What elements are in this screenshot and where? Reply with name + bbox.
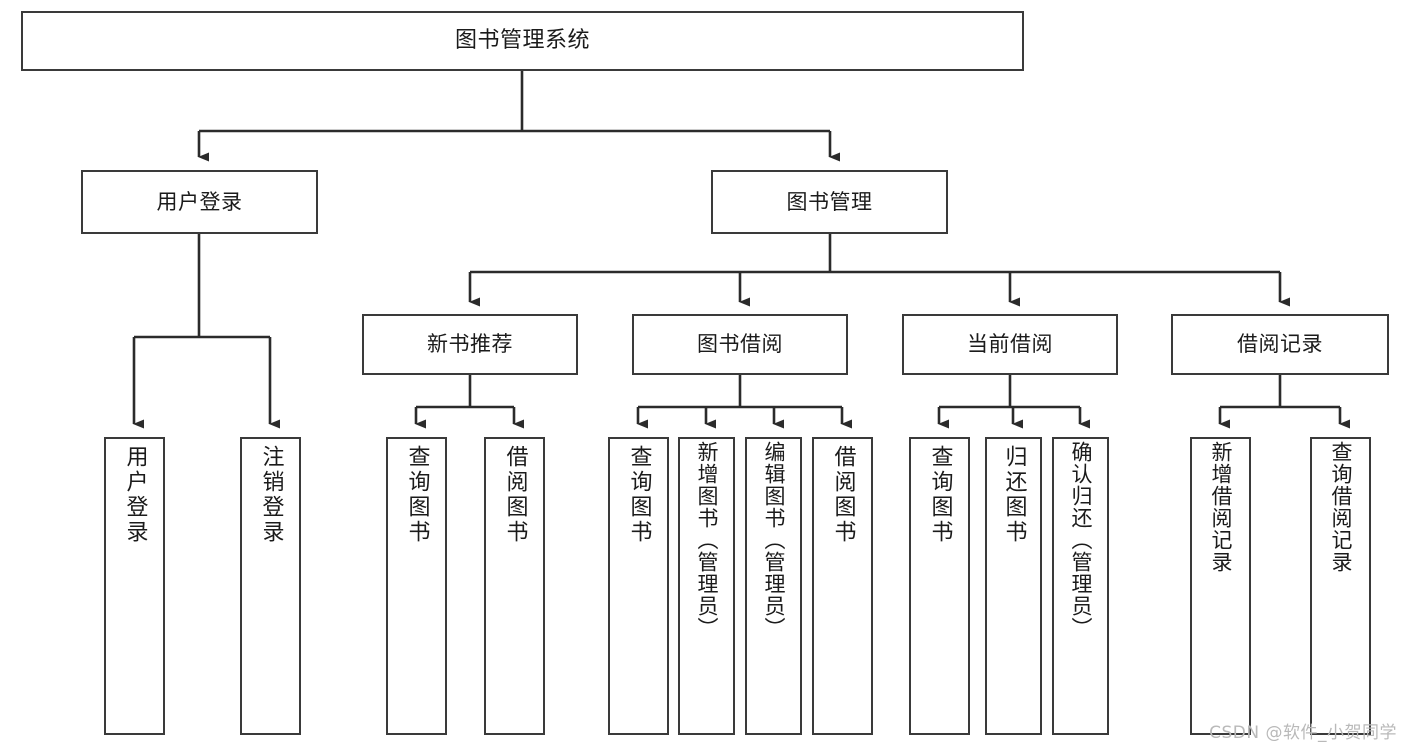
node-borrow-record-label: 借阅记录 bbox=[1237, 332, 1323, 357]
node-leaf-confirm-return-admin-label: 确认归还（管理员） bbox=[1069, 441, 1093, 639]
node-leaf-query-borrow-record[interactable]: 查询借阅记录 bbox=[1310, 437, 1371, 735]
node-leaf-borrow-book-rec-label: 借阅图书 bbox=[502, 445, 528, 545]
node-leaf-edit-book-admin-label: 编辑图书（管理员） bbox=[762, 441, 786, 639]
node-user-login[interactable]: 用户登录 bbox=[81, 170, 318, 234]
node-book-manage-label: 图书管理 bbox=[786, 189, 873, 214]
node-leaf-borrow-book-label: 借阅图书 bbox=[830, 445, 856, 545]
node-user-login-label: 用户登录 bbox=[156, 189, 243, 214]
node-book-borrow[interactable]: 图书借阅 bbox=[632, 314, 848, 375]
node-leaf-query-book-rec[interactable]: 查询图书 bbox=[386, 437, 447, 735]
node-leaf-edit-book-admin[interactable]: 编辑图书（管理员） bbox=[745, 437, 802, 735]
node-leaf-user-logout[interactable]: 注销登录 bbox=[240, 437, 301, 735]
node-leaf-borrow-book[interactable]: 借阅图书 bbox=[812, 437, 873, 735]
node-leaf-borrow-book-rec[interactable]: 借阅图书 bbox=[484, 437, 545, 735]
node-new-book-rec[interactable]: 新书推荐 bbox=[362, 314, 578, 375]
node-leaf-return-book-label: 归还图书 bbox=[1001, 445, 1027, 545]
node-leaf-add-borrow-record[interactable]: 新增借阅记录 bbox=[1190, 437, 1251, 735]
node-current-borrow-label: 当前借阅 bbox=[967, 332, 1053, 357]
node-book-borrow-label: 图书借阅 bbox=[697, 332, 783, 357]
node-leaf-confirm-return-admin[interactable]: 确认归还（管理员） bbox=[1052, 437, 1109, 735]
node-leaf-query-book-rec-label: 查询图书 bbox=[404, 445, 430, 545]
csdn-watermark: CSDN @软件_小贺同学 bbox=[1209, 723, 1397, 743]
node-leaf-add-book-admin-label: 新增图书（管理员） bbox=[695, 441, 719, 639]
node-root[interactable]: 图书管理系统 bbox=[21, 11, 1024, 71]
node-leaf-return-book[interactable]: 归还图书 bbox=[985, 437, 1042, 735]
node-leaf-query-book-cur-label: 查询图书 bbox=[927, 445, 953, 545]
node-leaf-user-login[interactable]: 用户登录 bbox=[104, 437, 165, 735]
node-leaf-add-borrow-record-label: 新增借阅记录 bbox=[1209, 441, 1233, 573]
node-root-label: 图书管理系统 bbox=[454, 28, 590, 54]
node-book-manage[interactable]: 图书管理 bbox=[711, 170, 948, 234]
node-leaf-query-book-borrow-label: 查询图书 bbox=[626, 445, 652, 545]
node-leaf-user-login-label: 用户登录 bbox=[122, 445, 148, 545]
node-new-book-rec-label: 新书推荐 bbox=[427, 332, 513, 357]
node-leaf-query-book-cur[interactable]: 查询图书 bbox=[909, 437, 970, 735]
node-leaf-query-book-borrow[interactable]: 查询图书 bbox=[608, 437, 669, 735]
node-leaf-add-book-admin[interactable]: 新增图书（管理员） bbox=[678, 437, 735, 735]
node-borrow-record[interactable]: 借阅记录 bbox=[1171, 314, 1389, 375]
node-current-borrow[interactable]: 当前借阅 bbox=[902, 314, 1118, 375]
node-leaf-user-logout-label: 注销登录 bbox=[258, 445, 284, 545]
node-leaf-query-borrow-record-label: 查询借阅记录 bbox=[1329, 441, 1353, 573]
